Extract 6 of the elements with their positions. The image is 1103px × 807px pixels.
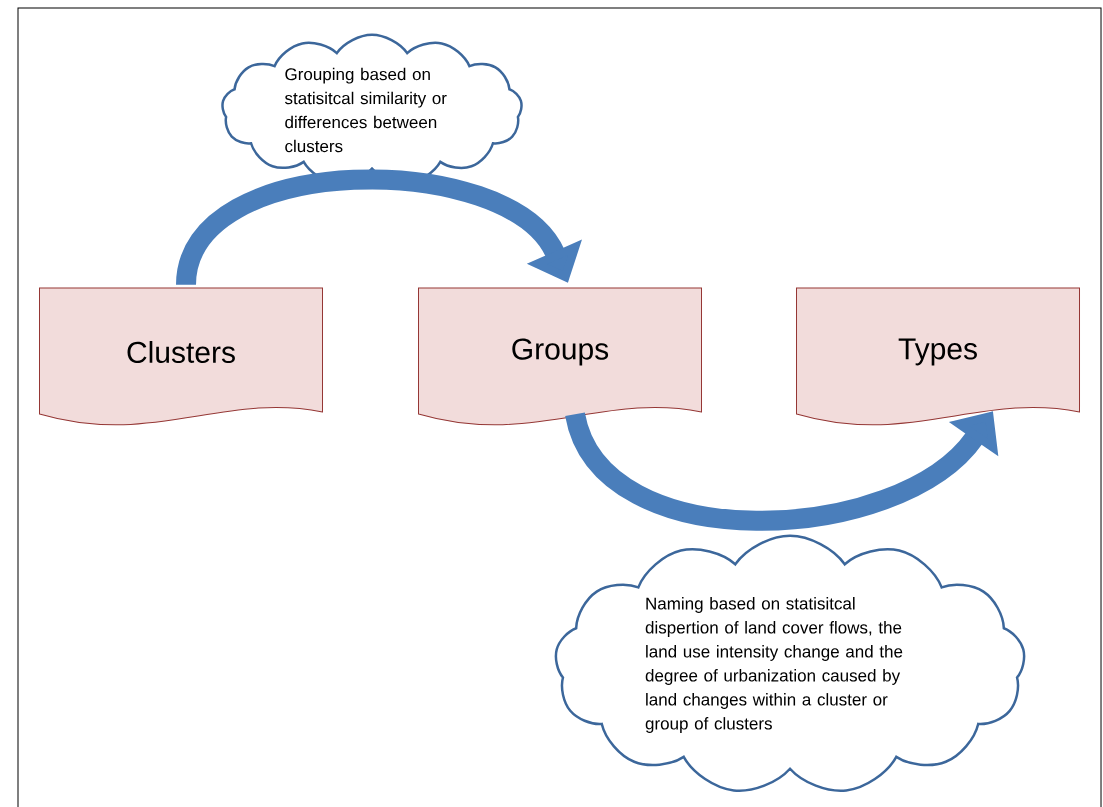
document-box: Groups xyxy=(418,287,702,426)
document-box: Clusters xyxy=(39,287,323,426)
document-box: Types xyxy=(796,287,1080,426)
cloud-callout: Grouping based on statisitcal similarity or differences between clusters xyxy=(221,33,523,185)
cloud-callout: Naming based on statisitcal dispertion of land cover flows, the land use intensity change and the degree of urbanization caused by land changes within a cluster or group of clusters xyxy=(554,534,1026,792)
curved-arrow xyxy=(176,169,582,287)
